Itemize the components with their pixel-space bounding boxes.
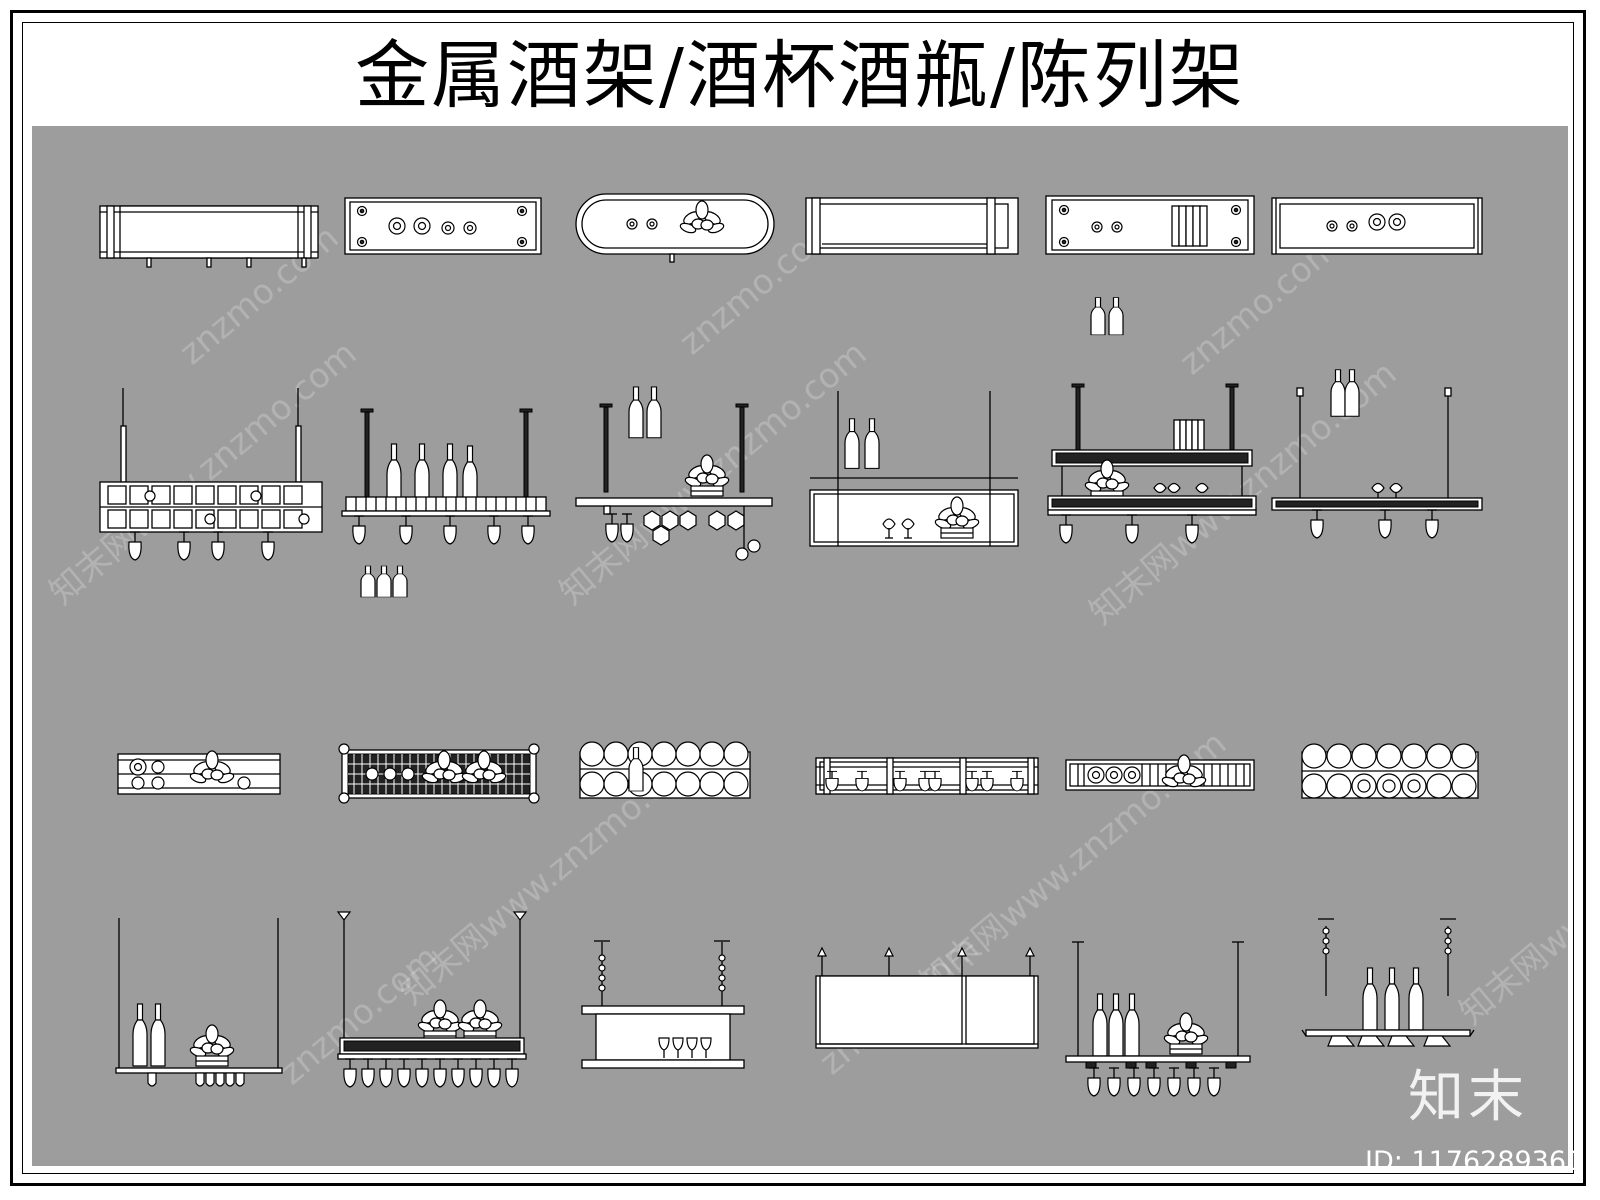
rack-elevation-1 — [99, 388, 323, 561]
drawing-artwork: znzmo.com znzmo.com znzmo.com 知末网www.znz… — [42, 193, 1568, 1097]
id-label: ID: 1176289361 — [1365, 1146, 1584, 1177]
rack-plan-12 — [1301, 743, 1479, 799]
rack-plan-3 — [575, 193, 775, 263]
rack-elevation-11 — [1065, 941, 1251, 1097]
rack-elevation-12 — [1301, 918, 1475, 1047]
rack-plan-4 — [805, 197, 1019, 255]
page-title: 金属酒架/酒杯酒瓶/陈列架 — [355, 33, 1245, 119]
rack-elevation-5 — [1047, 297, 1257, 544]
rack-elevation-10 — [815, 770, 1039, 1049]
rack-elevation-4 — [809, 391, 1019, 547]
rack-elevation-8 — [336, 565, 528, 1088]
drawing-canvas: znzmo.com znzmo.com znzmo.com 知末网www.znz… — [32, 126, 1568, 1166]
rack-plan-7 — [117, 750, 281, 795]
drawing-frame-outer — [10, 10, 1586, 1186]
rack-plan-5 — [1045, 195, 1255, 255]
rack-plan-9 — [579, 741, 751, 799]
rack-elevation-3 — [575, 386, 773, 561]
rack-elevation-2 — [341, 408, 551, 545]
rack-elevation-7 — [115, 918, 283, 1087]
brand-logo: 知末 — [1408, 1065, 1528, 1130]
rack-elevation-9 — [581, 746, 745, 1069]
rack-plan-2 — [344, 197, 542, 255]
watermark-layer: znzmo.com znzmo.com znzmo.com 知末网www.znz… — [42, 208, 1568, 1093]
rack-elevation-6 — [1271, 369, 1483, 539]
rack-plan-11 — [1065, 754, 1255, 791]
watermark-text: 知末网www.znzmo.com — [42, 333, 364, 612]
rack-plan-6 — [1271, 197, 1483, 255]
rack-plan-8 — [338, 743, 540, 804]
rack-plan-1 — [99, 205, 319, 268]
drawing-frame-inner — [22, 22, 1574, 1174]
title-bar: 金属酒架/酒杯酒瓶/陈列架 — [32, 26, 1568, 126]
